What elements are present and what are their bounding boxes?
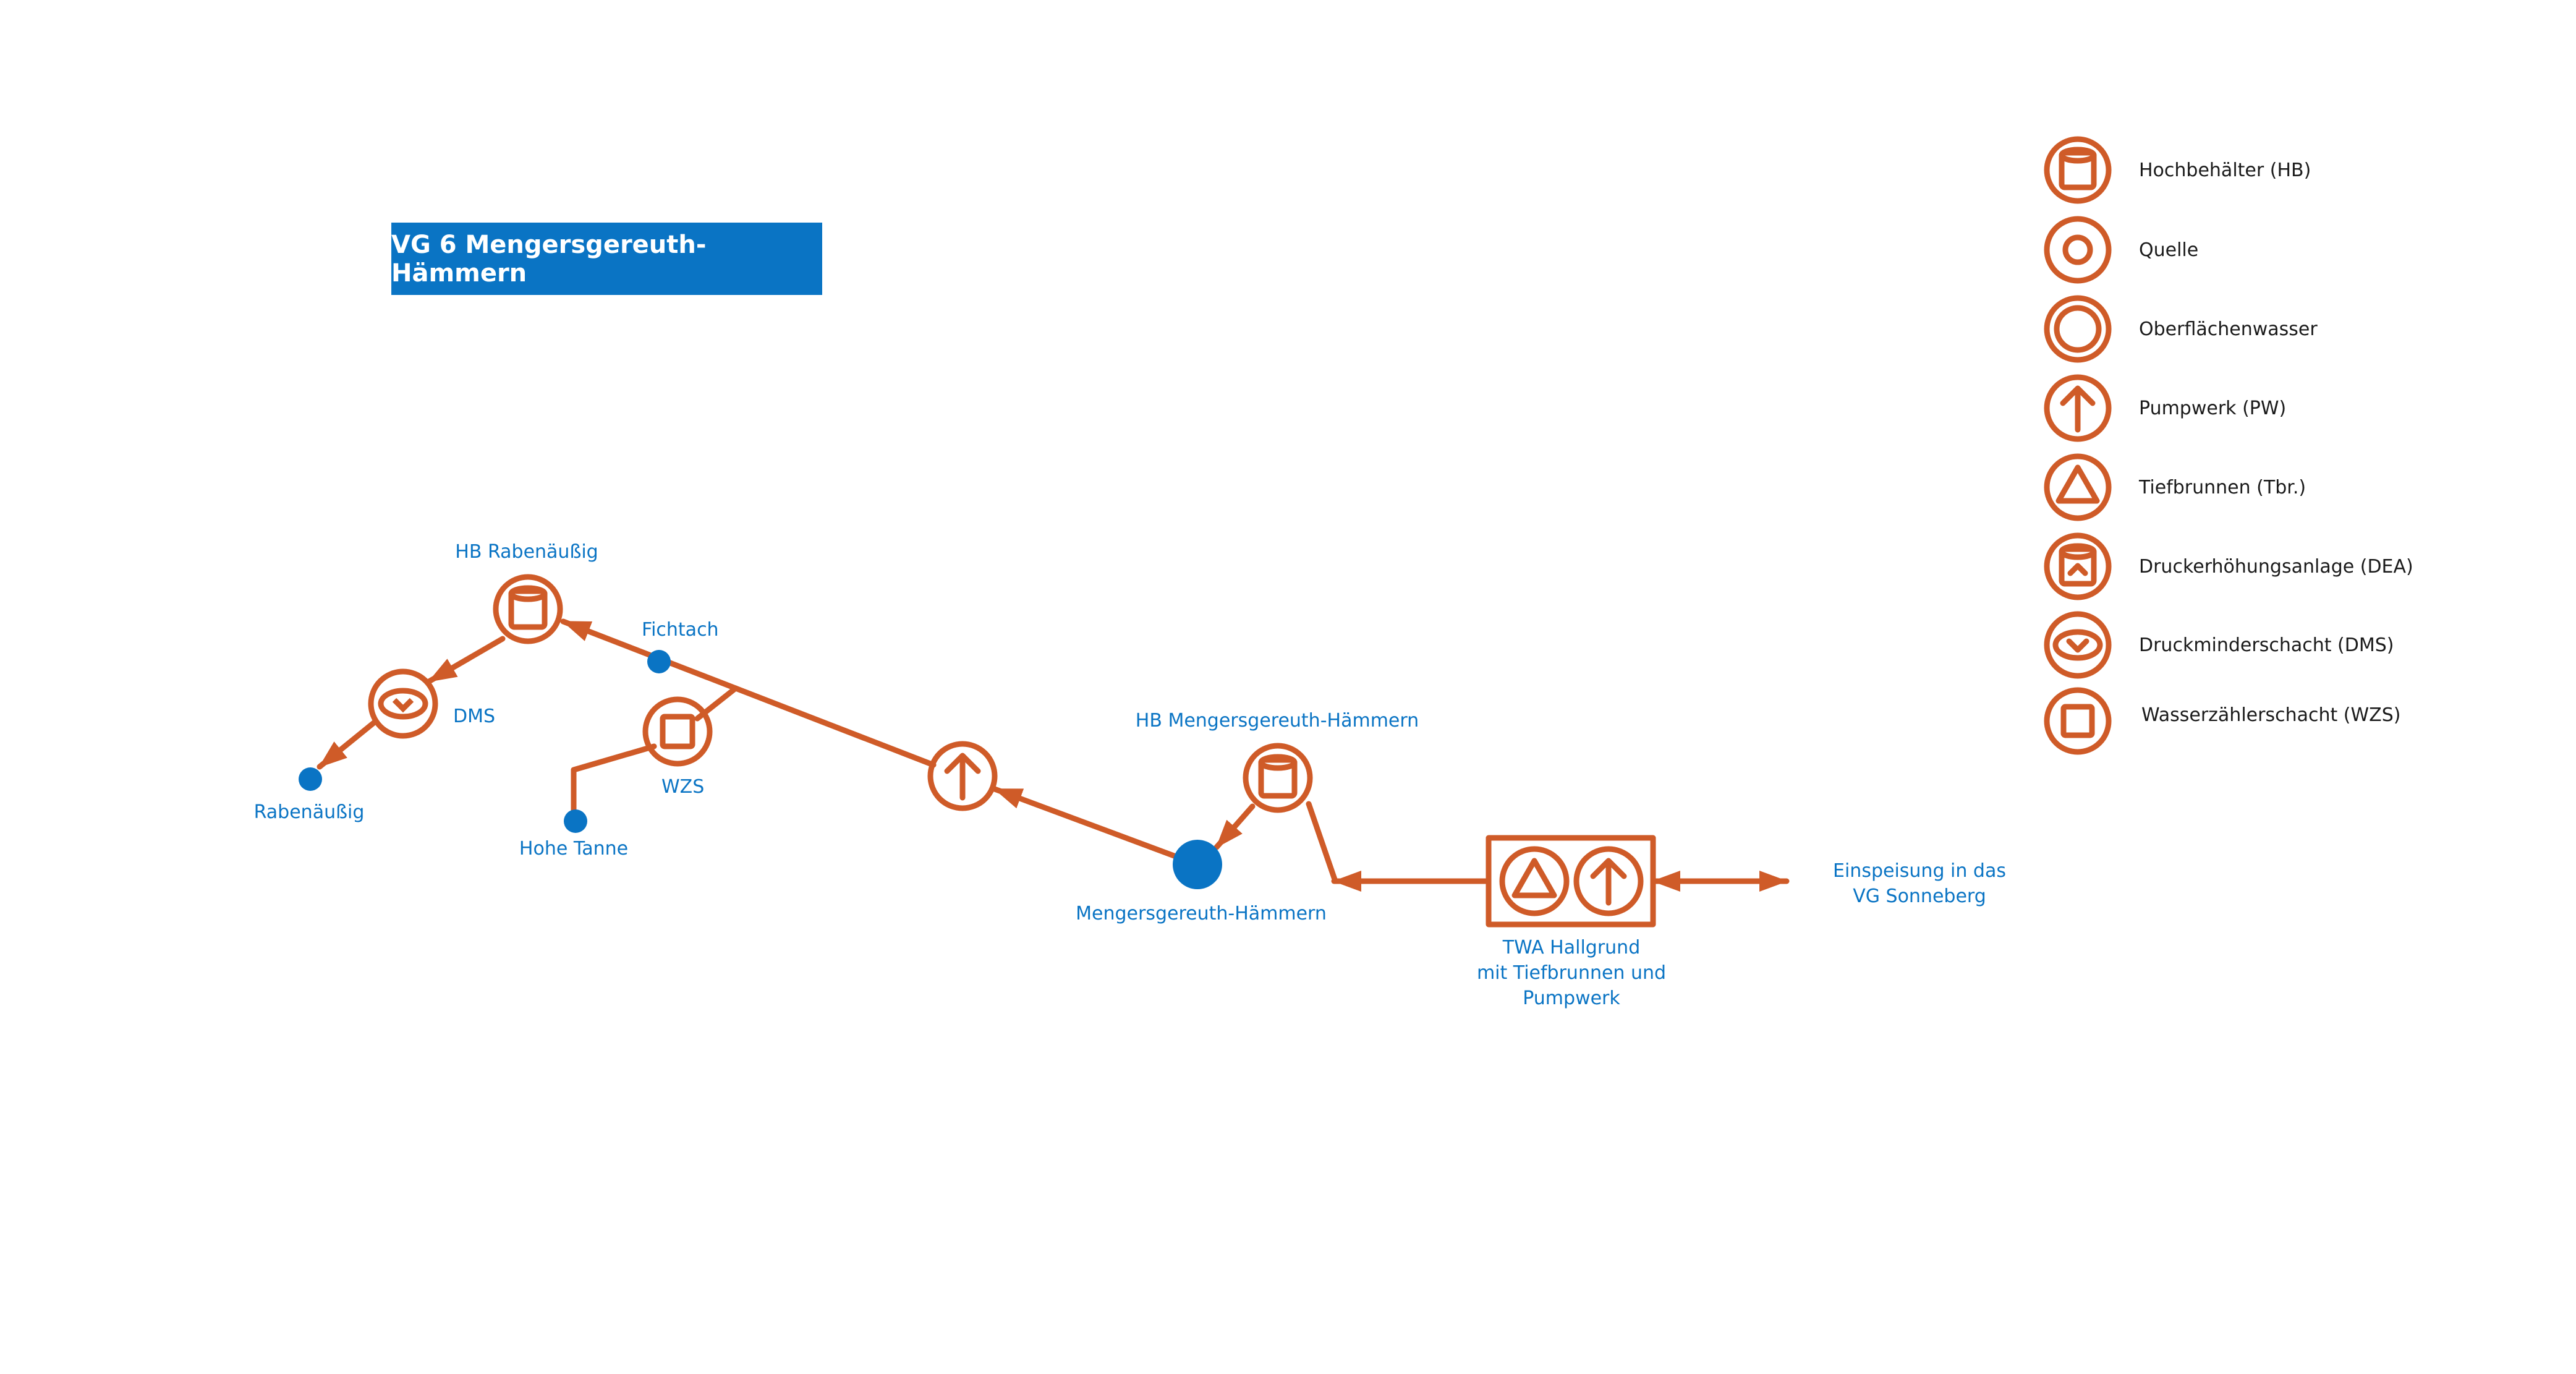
pipe-hb-to-mengersgereuth: [1214, 803, 1256, 850]
legend-label-dea: Druckerhöhungsanlage (DEA): [2139, 556, 2413, 578]
legend-label-pumpwerk: Pumpwerk (PW): [2139, 398, 2286, 419]
label-mengersgereuth: Mengersgereuth-Hämmern: [1076, 903, 1327, 924]
label-hohe-tanne: Hohe Tanne: [519, 838, 628, 860]
legend-label-hb: Hochbehälter (HB): [2139, 160, 2311, 181]
legend-label-tiefbrunnen: Tiefbrunnen (Tbr.): [2138, 477, 2306, 498]
label-fichtach: Fichtach: [642, 619, 719, 641]
hb-rabenaeussig-icon: [493, 574, 563, 644]
pipe-pumpwerk-to-hb-rabenaeussig: [560, 618, 937, 768]
legend-label-dms: Druckminderschacht (DMS): [2139, 634, 2394, 656]
druckerhoehungsanlage-icon: [2044, 532, 2112, 600]
pipe-mengersgereuth-to-pumpwerk: [992, 786, 1184, 861]
pumpwerk-icon: [2044, 374, 2112, 442]
wzs-icon: [642, 696, 713, 767]
rabenaeussig-node: [299, 767, 322, 791]
twa-hallgrund-icon: [1486, 835, 1656, 928]
hohe-tanne-node: [564, 809, 587, 833]
label-einspeisung-line1: Einspeisung in das: [1833, 860, 2006, 882]
hb-mengersgereuth-icon: [1243, 743, 1313, 813]
label-twa-line1: TWA Hallgrund: [1502, 937, 1640, 958]
title-background: [391, 223, 822, 295]
legend-label-quelle: Quelle: [2139, 239, 2198, 261]
dms-icon: [368, 668, 438, 739]
legend-label-oberflaechenwasser: Oberflächenwasser: [2139, 318, 2318, 340]
label-einspeisung-line2: VG Sonneberg: [1853, 885, 1986, 907]
mengersgereuth-node: [1173, 840, 1222, 889]
quelle-icon: [2044, 216, 2112, 284]
legend-label-wzs: Wasserzählerschacht (WZS): [2141, 704, 2400, 726]
pipe-junction-to-hb-mengersgereuth: [1306, 801, 1338, 884]
label-hb-mengersgereuth: HB Mengersgereuth-Hämmern: [1136, 710, 1419, 732]
tiefbrunnen-icon: [2044, 453, 2112, 521]
label-wzs: WZS: [661, 776, 704, 798]
label-twa-line3: Pumpwerk: [1523, 988, 1620, 1009]
pipe-hb-rabenaeussig-to-dms: [426, 636, 506, 685]
wasserzaehlerschacht-icon: [2044, 687, 2112, 755]
hochbehaelter-icon: [2044, 136, 2112, 204]
druckminderschacht-icon: [2044, 611, 2112, 679]
page-title: VG 6 Mengersgereuth-Hämmern: [391, 230, 707, 288]
legend: Hochbehälter (HB) Quelle Oberflächenwass…: [2044, 136, 2413, 755]
label-dms: DMS: [453, 706, 495, 727]
pipe-wzs-to-hohe-tanne: [571, 743, 657, 822]
pipe-dms-to-rabenaeussig: [317, 719, 378, 770]
label-rabenaeussig: Rabenäußig: [254, 801, 365, 823]
label-hb-rabenaeussig: HB Rabenäußig: [455, 541, 598, 563]
fichtach-node: [647, 650, 671, 673]
label-twa-line2: mit Tiefbrunnen und: [1477, 962, 1666, 984]
pumpwerk-icon: [927, 741, 998, 811]
oberflaechenwasser-icon: [2044, 295, 2112, 363]
